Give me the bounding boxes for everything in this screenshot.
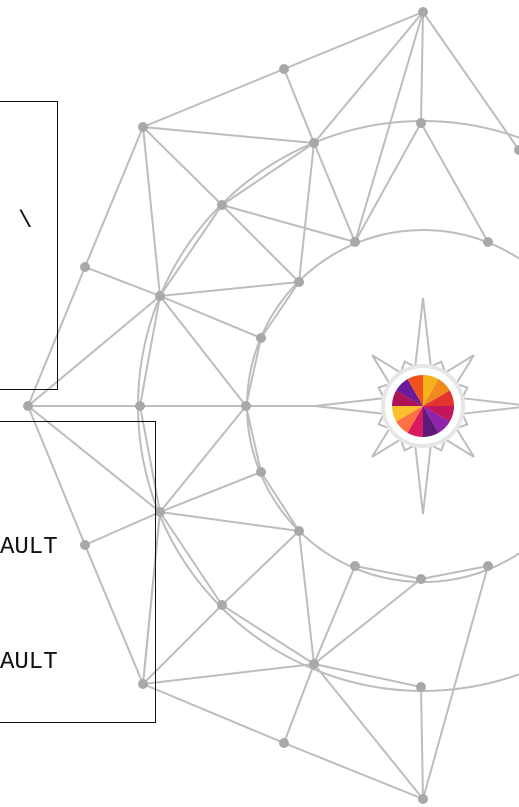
clipped-text-line-1: AULT <box>0 536 58 560</box>
network-edge <box>222 205 355 242</box>
network-edge <box>284 69 314 143</box>
network-node <box>256 333 266 343</box>
network-edge <box>421 687 423 799</box>
network-edge <box>143 127 222 205</box>
network-edge <box>314 566 355 664</box>
network-edge <box>160 512 222 605</box>
network-node <box>350 561 360 571</box>
network-edge <box>222 143 314 205</box>
network-edge <box>423 566 488 799</box>
network-node <box>294 277 304 287</box>
network-edge <box>314 143 355 242</box>
network-edge <box>160 406 246 512</box>
network-edge <box>261 472 299 531</box>
network-edge <box>423 12 519 150</box>
network-node <box>483 561 493 571</box>
network-edge <box>246 406 261 472</box>
network-edge <box>85 127 143 267</box>
network-edge <box>314 579 421 664</box>
network-edge <box>421 12 423 123</box>
network-edge <box>284 664 314 743</box>
network-edge <box>355 123 421 242</box>
clipped-text-line-2: AULT <box>0 651 58 675</box>
network-node <box>155 291 165 301</box>
network-node <box>138 122 148 132</box>
network-node <box>483 237 493 247</box>
network-edge <box>160 205 222 296</box>
network-edge <box>284 12 423 69</box>
network-node <box>416 118 426 128</box>
network-edge <box>421 123 488 242</box>
network-node <box>350 237 360 247</box>
network-node <box>279 64 289 74</box>
network-node <box>418 794 428 804</box>
network-edge <box>143 664 314 684</box>
network-edge <box>222 605 314 664</box>
network-node <box>256 467 266 477</box>
network-node <box>241 401 251 411</box>
network-edge <box>160 296 246 406</box>
network-edge <box>299 531 314 664</box>
network-edge <box>143 69 284 127</box>
network-edge <box>261 282 299 338</box>
network-edge <box>222 531 299 605</box>
network-node <box>309 659 319 669</box>
network-edge <box>85 267 160 296</box>
network-node <box>155 507 165 517</box>
network-edge <box>160 282 299 296</box>
network-node <box>416 574 426 584</box>
network-edge <box>299 143 314 282</box>
network-edge <box>143 127 160 296</box>
network-node <box>80 262 90 272</box>
network-edge <box>143 684 284 743</box>
network-node <box>294 526 304 536</box>
network-edge <box>284 743 423 799</box>
network-node <box>279 738 289 748</box>
network-edge <box>143 127 314 143</box>
clipped-panel-top <box>0 101 58 390</box>
network-node <box>217 200 227 210</box>
network-node <box>23 401 33 411</box>
backslash-text: \ <box>18 210 32 234</box>
network-edge <box>314 12 423 143</box>
clipped-panel-bottom <box>0 421 156 723</box>
network-node <box>514 145 519 155</box>
color-wheel-logo-icon <box>383 366 463 446</box>
network-node <box>217 600 227 610</box>
network-node <box>416 682 426 692</box>
network-node <box>418 7 428 17</box>
network-node <box>309 138 319 148</box>
network-node <box>135 401 145 411</box>
network-edge <box>246 338 261 406</box>
network-edge <box>160 512 299 531</box>
